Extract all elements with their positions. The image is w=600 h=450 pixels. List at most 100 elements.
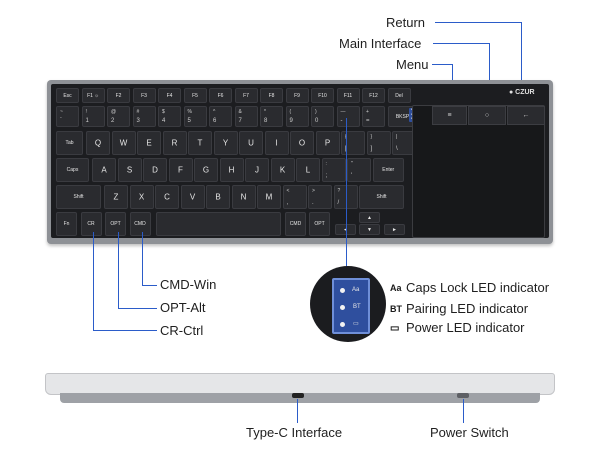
key-j[interactable]: J (245, 158, 269, 182)
key-l[interactable]: L (296, 158, 320, 182)
caps-led-dot (340, 288, 345, 293)
key-zx-2[interactable]: ?/ (333, 185, 358, 209)
key-fn-left-label: Fn (63, 221, 70, 227)
key-cmd-right[interactable]: CMD (285, 212, 306, 236)
key-f10[interactable]: F10 (311, 88, 334, 103)
key-f3[interactable]: F3 (132, 88, 156, 103)
key-s[interactable]: S (117, 158, 142, 182)
key-d[interactable]: D (143, 158, 167, 182)
cmd-line-v (142, 232, 143, 286)
key-f5[interactable]: F5 (183, 88, 207, 103)
key-e[interactable]: E (137, 131, 161, 155)
key-qx-1[interactable]: }] (366, 131, 391, 155)
bluetooth-icon: BT (390, 304, 402, 314)
main-interface-button[interactable]: ○ (468, 106, 506, 125)
key-f2[interactable]: F2 (107, 88, 130, 103)
key-m[interactable]: M (257, 185, 281, 209)
key-ax-0[interactable]: :; (321, 158, 346, 182)
key-k-label: K (279, 165, 286, 175)
key-f[interactable]: F (168, 158, 193, 182)
key-num-4[interactable]: $4 (158, 106, 181, 127)
key-cr-left[interactable]: CR (80, 212, 102, 236)
key-fn-left[interactable]: Fn (56, 212, 77, 236)
key-h[interactable]: H (219, 158, 244, 182)
key-num-7-shift-label: & (238, 109, 242, 115)
key-b[interactable]: B (206, 185, 230, 209)
cr-ctrl-callout: CR-Ctrl (160, 323, 204, 338)
key-f1[interactable]: F1 ☼ (81, 88, 105, 103)
side-view-body (45, 373, 555, 395)
key-f7[interactable]: F7 (234, 88, 258, 103)
key-y[interactable]: Y (213, 131, 238, 155)
key-f8[interactable]: F8 (260, 88, 283, 103)
key-num-0[interactable]: ~` (56, 106, 79, 127)
brand-logo: ● CZUR (509, 89, 535, 96)
key-num-3[interactable]: #3 (132, 106, 156, 127)
main-interface-line-h (433, 43, 490, 44)
key-num-11[interactable]: —- (336, 106, 360, 127)
key-tab[interactable]: Tab (56, 131, 83, 155)
key-zx-1[interactable]: >. (308, 185, 332, 209)
key-q[interactable]: Q (86, 131, 110, 155)
key-arrow-left[interactable]: ◄ (335, 224, 356, 235)
menu-button[interactable]: ≡ (432, 106, 467, 125)
key-w[interactable]: W (111, 131, 136, 155)
key-j-label: J (255, 165, 259, 175)
key-num-8[interactable]: *8 (260, 106, 283, 127)
key-u[interactable]: U (239, 131, 263, 155)
key-num-12[interactable]: += (362, 106, 385, 127)
key-del[interactable]: Del (387, 88, 411, 103)
key-shift-left[interactable]: Shift (56, 185, 101, 209)
key-arrow-left-label: ◄ (336, 227, 355, 233)
key-num-5[interactable]: %5 (183, 106, 207, 127)
key-p[interactable]: P (315, 131, 340, 155)
key-arrow-down[interactable]: ▼ (359, 224, 380, 235)
touchpad[interactable] (412, 105, 545, 238)
key-f9[interactable]: F9 (285, 88, 309, 103)
key-f6[interactable]: F6 (209, 88, 232, 103)
key-num-10[interactable]: )0 (311, 106, 334, 127)
key-o[interactable]: O (290, 131, 314, 155)
key-t[interactable]: T (188, 131, 212, 155)
type-c-port[interactable] (292, 393, 304, 398)
key-space[interactable] (156, 212, 281, 236)
key-qx-0[interactable]: {[ (341, 131, 365, 155)
key-r[interactable]: R (162, 131, 187, 155)
main-interface-callout: Main Interface (339, 36, 422, 51)
key-qx-1-base-label: ] (370, 146, 373, 152)
key-caps[interactable]: Caps (56, 158, 89, 182)
key-a[interactable]: A (92, 158, 116, 182)
key-opt-left[interactable]: OPT (105, 212, 126, 236)
key-cmd-left[interactable]: CMD (129, 212, 151, 236)
key-ax-1[interactable]: "' (347, 158, 371, 182)
key-arrow-right[interactable]: ► (384, 224, 405, 235)
key-v[interactable]: V (180, 185, 205, 209)
return-button[interactable]: ← (507, 106, 545, 125)
key-zx-0[interactable]: <, (282, 185, 307, 209)
key-s-label: S (126, 165, 133, 175)
key-num-2[interactable]: @2 (107, 106, 130, 127)
power-switch[interactable] (457, 393, 469, 398)
key-x[interactable]: X (129, 185, 154, 209)
key-f12[interactable]: F12 (362, 88, 385, 103)
key-num-7[interactable]: &7 (234, 106, 258, 127)
key-opt-right[interactable]: OPT (309, 212, 330, 236)
key-k[interactable]: K (270, 158, 295, 182)
key-g[interactable]: G (194, 158, 218, 182)
key-enter[interactable]: Enter (372, 158, 404, 182)
key-num-9[interactable]: (9 (285, 106, 309, 127)
key-f4-label: F4 (166, 92, 173, 99)
key-arrow-up[interactable]: ▲ (359, 212, 380, 223)
power-led-label: Power LED indicator (406, 320, 525, 335)
key-z[interactable]: Z (104, 185, 128, 209)
key-shift-right[interactable]: Shift (359, 185, 404, 209)
key-c[interactable]: C (155, 185, 179, 209)
key-f4[interactable]: F4 (158, 88, 181, 103)
key-n[interactable]: N (231, 185, 256, 209)
key-num-1[interactable]: !1 (81, 106, 105, 127)
key-backspace-label: BKSP (395, 113, 410, 120)
key-num-6[interactable]: ^6 (209, 106, 232, 127)
key-f11[interactable]: F11 (336, 88, 360, 103)
key-i[interactable]: I (264, 131, 289, 155)
key-esc[interactable]: Esc (56, 88, 79, 103)
